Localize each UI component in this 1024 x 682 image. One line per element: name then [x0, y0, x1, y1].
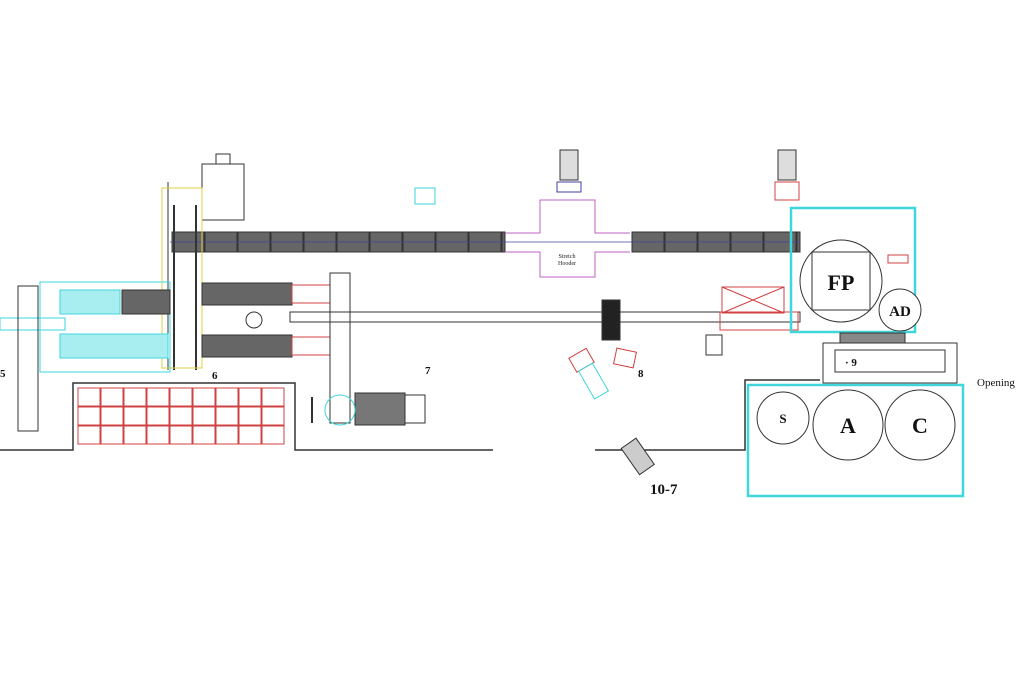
rack-cell: [77, 406, 101, 426]
palletizer: [311, 392, 426, 426]
rack-cell: [123, 406, 147, 426]
opening-label: Opening: [977, 377, 1015, 389]
building-walls: [0, 379, 820, 451]
rack-cell: [123, 387, 147, 407]
zone-label-6: 6: [212, 370, 218, 382]
rack-cell: [238, 387, 262, 407]
tank-a: [812, 389, 884, 461]
rack-cell: [192, 387, 216, 407]
rack-cell: [77, 387, 101, 407]
rack-cell: [261, 387, 285, 407]
infeed-cyan: [0, 281, 171, 373]
tank-s: [756, 391, 810, 445]
tank-farm: [746, 383, 965, 498]
rack-cell: [169, 387, 193, 407]
tank-c: [884, 389, 956, 461]
station-9-label: · 9: [845, 357, 857, 369]
zone-label-8: 8: [638, 368, 644, 380]
zone-label-7: 7: [425, 365, 431, 377]
rack-cell: [238, 406, 262, 426]
rack-cell: [146, 425, 170, 445]
tank-a-label: A: [840, 413, 856, 438]
rack-cell: [215, 425, 239, 445]
rack-cell: [261, 425, 285, 445]
rack-cell: [261, 406, 285, 426]
left-conveyor: [121, 289, 171, 315]
rack-cell: [100, 406, 124, 426]
rack-cell: [192, 406, 216, 426]
rack-cell: [215, 406, 239, 426]
rack-cell: [215, 387, 239, 407]
ad-tank: [878, 288, 922, 332]
fp-label: FP: [828, 270, 855, 295]
rack-cell: [146, 387, 170, 407]
rack-cell: [192, 425, 216, 445]
middle-conveyors: [201, 282, 293, 358]
station-9: [822, 342, 958, 384]
stretch-hooder-label: Stretch: [559, 254, 576, 260]
zone-label-5: 5: [0, 368, 6, 380]
forklift-cyan: [568, 347, 610, 400]
silo: [201, 163, 245, 221]
tank-s-label: S: [779, 411, 786, 426]
vertical-transfer: [161, 182, 203, 370]
main-line: [289, 286, 801, 356]
stretch-hooder-outline: [505, 199, 630, 278]
turntable: [245, 311, 263, 329]
forklift-top-2: [774, 149, 800, 201]
rack-cell: [238, 425, 262, 445]
ad-label: AD: [889, 304, 911, 320]
tank-c-label: C: [912, 413, 928, 438]
forklift-10-7: [620, 437, 656, 476]
forklift-label: 10-7: [650, 482, 678, 498]
rack-cell: [146, 406, 170, 426]
left-elevator: [17, 285, 39, 432]
rack-cell: [123, 425, 147, 445]
forklift-top-1: [556, 149, 582, 193]
stretch-hooder-label-2: Hooder: [558, 261, 576, 267]
storage-racks: [77, 387, 285, 445]
rack-cell: [77, 425, 101, 445]
fp-tank: [799, 239, 883, 323]
rack-cell: [100, 387, 124, 407]
rack-cell: [169, 425, 193, 445]
rack-cell: [169, 406, 193, 426]
fp-enclosure: [789, 206, 917, 334]
rack-cell: [100, 425, 124, 445]
